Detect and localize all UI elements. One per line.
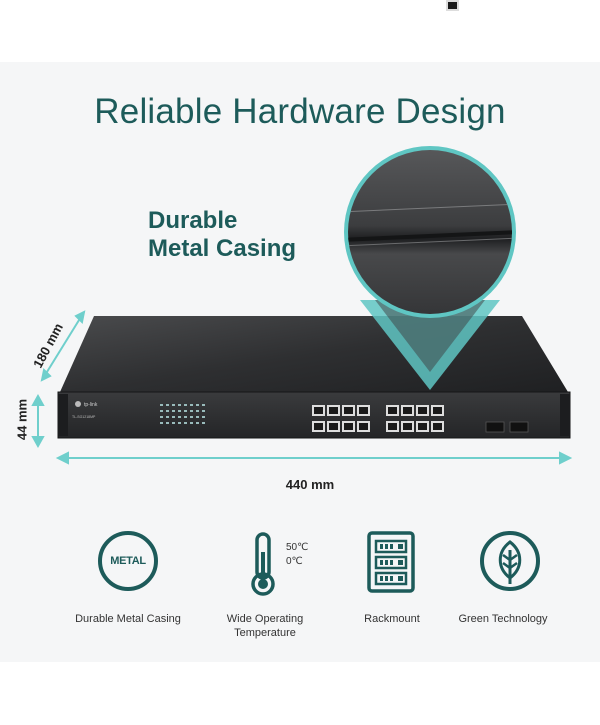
port-led bbox=[166, 416, 169, 418]
temp-low: 0℃ bbox=[286, 556, 303, 567]
port-led bbox=[160, 404, 163, 406]
sfp-port bbox=[509, 421, 529, 433]
port-led bbox=[184, 410, 187, 412]
rj45-port bbox=[386, 405, 399, 416]
port-led bbox=[202, 410, 205, 412]
rj45-port bbox=[416, 421, 429, 432]
model-name: TL-SG1218MP bbox=[72, 415, 96, 419]
port-led bbox=[190, 416, 193, 418]
metal-icon: METAL bbox=[97, 530, 167, 600]
thermometer-icon bbox=[248, 530, 318, 600]
port-led bbox=[202, 422, 205, 424]
feature-heading: Durable Metal Casing bbox=[148, 207, 296, 263]
temperature-label: Wide Operating Temperature bbox=[200, 612, 330, 640]
temperature-label-line2: Temperature bbox=[234, 627, 296, 639]
switch-top-surface bbox=[60, 316, 568, 392]
port-led bbox=[166, 410, 169, 412]
port-led bbox=[202, 404, 205, 406]
rj45-port bbox=[401, 421, 414, 432]
port-led bbox=[166, 422, 169, 424]
port-led bbox=[160, 416, 163, 418]
rackmount-icon bbox=[366, 530, 436, 600]
rj45-port bbox=[386, 421, 399, 432]
switch-illustration: tp-link TL-SG1218MP bbox=[31, 0, 573, 465]
port-led bbox=[178, 416, 181, 418]
port-led bbox=[196, 422, 199, 424]
port-led bbox=[178, 422, 181, 424]
rj45-port bbox=[431, 405, 444, 416]
rj45-ports bbox=[312, 0, 459, 432]
port-led bbox=[196, 410, 199, 412]
port-led bbox=[172, 422, 175, 424]
rj45-port bbox=[416, 405, 429, 416]
port-led bbox=[184, 404, 187, 406]
rj45-port bbox=[357, 421, 370, 432]
port-led bbox=[166, 404, 169, 406]
port-led bbox=[172, 416, 175, 418]
feature-heading-line2: Metal Casing bbox=[148, 235, 297, 262]
rj45-port bbox=[327, 405, 340, 416]
port-led bbox=[184, 422, 187, 424]
port-led bbox=[172, 404, 175, 406]
port-led bbox=[160, 410, 163, 412]
rj45-port bbox=[431, 421, 444, 432]
width-arrow bbox=[55, 451, 573, 465]
port-led bbox=[196, 416, 199, 418]
rj45-port bbox=[342, 421, 355, 432]
sfp-port bbox=[485, 421, 505, 433]
width-label: 440 mm bbox=[285, 477, 335, 492]
rj45-port bbox=[401, 405, 414, 416]
rj45-port bbox=[357, 405, 370, 416]
rj45-port bbox=[342, 405, 355, 416]
page-title: Reliable Hardware Design bbox=[94, 92, 506, 131]
metal-label: Durable Metal Casing bbox=[75, 613, 181, 625]
feature-heading-line1: Durable bbox=[148, 207, 238, 234]
port-led bbox=[184, 416, 187, 418]
brand-name: tp-link bbox=[84, 402, 98, 408]
rj45-port bbox=[446, 0, 459, 11]
temperature-label-line1: Wide Operating bbox=[226, 613, 304, 625]
green-label: Green Technology bbox=[458, 613, 548, 625]
led-panel bbox=[160, 404, 205, 424]
rj45-port bbox=[312, 421, 325, 432]
port-led bbox=[178, 410, 181, 412]
height-arrow bbox=[31, 393, 45, 449]
port-led bbox=[190, 404, 193, 406]
height-label: 44 mm bbox=[14, 398, 30, 441]
brand-logo-icon bbox=[75, 401, 81, 407]
leaf-icon bbox=[479, 530, 549, 600]
rackmount-label: Rackmount bbox=[364, 613, 420, 625]
metal-badge-text: METAL bbox=[110, 555, 146, 567]
depth-arrow bbox=[40, 310, 86, 382]
port-led bbox=[172, 410, 175, 412]
port-led bbox=[196, 404, 199, 406]
port-led bbox=[178, 404, 181, 406]
rj45-port bbox=[312, 405, 325, 416]
port-led bbox=[202, 416, 205, 418]
port-led bbox=[190, 410, 193, 412]
temp-high: 50℃ bbox=[286, 542, 309, 553]
port-led bbox=[160, 422, 163, 424]
rj45-port bbox=[327, 421, 340, 432]
port-led bbox=[190, 422, 193, 424]
